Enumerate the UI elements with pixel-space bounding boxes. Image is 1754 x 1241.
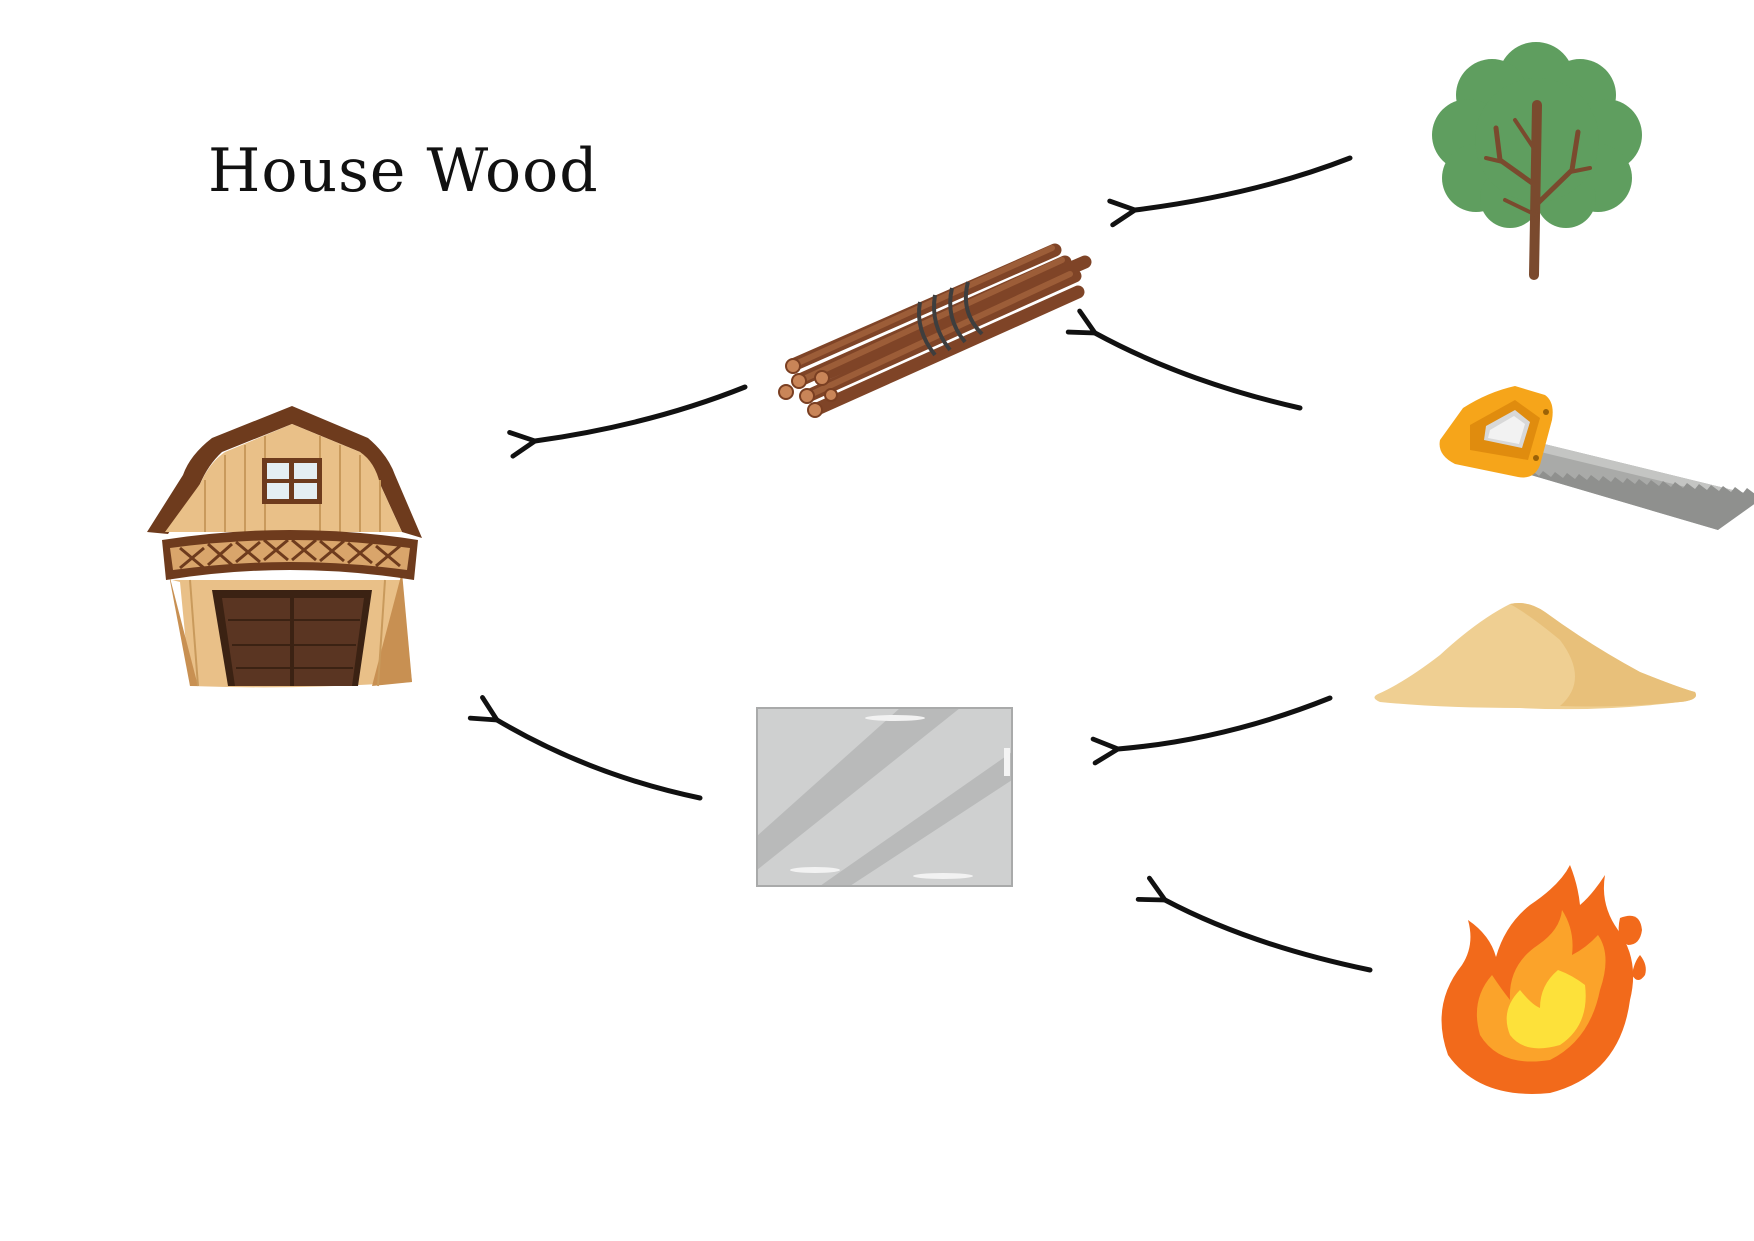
edge-wood-to-house: [507, 384, 748, 459]
edge-saw-to-wood: [1065, 308, 1303, 411]
edge-fire-to-glass: [1135, 875, 1373, 973]
glass-pane-icon: [756, 707, 1013, 887]
edge-tree-to-wood: [1107, 155, 1353, 228]
edge-glass-to-house: [467, 695, 703, 801]
sand-pile-icon: [1374, 603, 1696, 710]
hand-saw-icon: [1439, 386, 1754, 530]
wood-bundle-icon: [778, 243, 1092, 418]
edge-sand-to-glass: [1090, 695, 1333, 766]
tree-icon: [1432, 42, 1642, 280]
edges: [467, 155, 1373, 973]
barn-house-icon: [147, 406, 422, 688]
fire-icon: [1441, 865, 1646, 1094]
diagram-title: House Wood: [208, 136, 599, 206]
